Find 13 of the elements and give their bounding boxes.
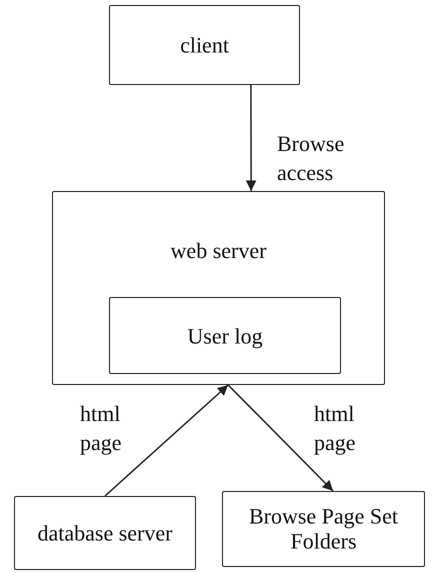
process-box (109, 5, 300, 85)
arrow (228, 384, 334, 492)
process-box (14, 496, 196, 570)
process-box (222, 491, 425, 567)
box-label: Browse Page Set Folders (248, 504, 400, 554)
box-heading: web server (170, 238, 268, 264)
arrow (104, 384, 229, 497)
box-label: User log (186, 322, 264, 348)
process-box (109, 297, 341, 374)
box-label: database server (36, 520, 174, 546)
container-box (52, 191, 385, 385)
arrow (246, 85, 256, 191)
box-label: client (179, 32, 230, 58)
